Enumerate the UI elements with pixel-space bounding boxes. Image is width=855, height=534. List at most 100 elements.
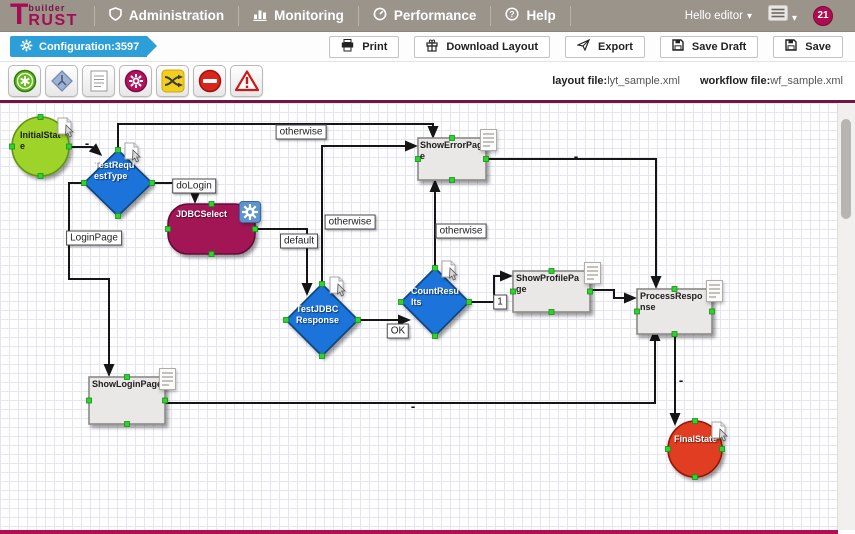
menu-help[interactable]: ? Help	[490, 5, 571, 26]
edge-login-to-process[interactable]	[165, 331, 656, 404]
connection-handle[interactable]	[355, 317, 361, 323]
connection-handle[interactable]	[208, 251, 215, 257]
connection-handle[interactable]	[483, 156, 489, 162]
edge-jdbc-default[interactable]	[255, 228, 308, 293]
menu-administration[interactable]: Administration	[93, 5, 238, 26]
connection-handle[interactable]	[165, 226, 171, 232]
page-cursor-icon[interactable]	[710, 421, 730, 447]
connection-handle[interactable]	[671, 331, 678, 337]
edge-label-initial-to-testrequest[interactable]: -	[84, 135, 90, 151]
edge-error-to-process[interactable]	[486, 158, 657, 286]
page-cursor-icon[interactable]	[440, 260, 460, 286]
edge-label-count-one[interactable]: 1	[493, 294, 507, 310]
connection-handle[interactable]	[252, 226, 258, 232]
vertical-scrollbar[interactable]	[837, 103, 855, 530]
initial-state-tool[interactable]	[8, 65, 41, 97]
save-button[interactable]: Save	[773, 35, 843, 58]
action-gear-tool[interactable]	[119, 65, 152, 97]
edge-label-testrequest-loginpage[interactable]: LoginPage	[66, 230, 122, 246]
connection-handle[interactable]	[149, 180, 155, 186]
doc-lines-icon[interactable]	[159, 368, 176, 395]
connection-handle[interactable]	[510, 288, 516, 295]
connection-handle[interactable]	[398, 299, 404, 305]
connection-handle[interactable]	[208, 201, 215, 207]
export-button[interactable]: Export	[565, 35, 645, 58]
connection-handle[interactable]	[692, 474, 698, 480]
page-cursor-icon[interactable]	[328, 276, 348, 302]
page-tool[interactable]	[82, 65, 115, 97]
menu-monitoring[interactable]: Monitoring	[238, 5, 358, 26]
print-button[interactable]: Print	[329, 35, 400, 58]
connection-handle[interactable]	[124, 421, 130, 427]
edge-label-jdbc-default[interactable]: default	[279, 233, 319, 249]
connection-handle[interactable]	[81, 180, 87, 186]
edge-label-count-otherwise[interactable]: otherwise	[435, 223, 487, 239]
connection-handle[interactable]	[587, 288, 593, 295]
gear-badge-icon[interactable]	[239, 201, 261, 228]
warning-tool[interactable]	[230, 65, 263, 97]
breadcrumb-configuration[interactable]: Configuration:3597	[10, 36, 158, 57]
edge-label-testjdbc-ok[interactable]: OK	[386, 323, 410, 339]
connection-handle[interactable]	[466, 299, 472, 305]
node-label-test-jdbc-response[interactable]: TestJDBCResponse	[296, 304, 340, 325]
connection-handle[interactable]	[432, 265, 438, 271]
connection-handle[interactable]	[319, 281, 325, 287]
edge-label-error-to-process[interactable]: -	[573, 148, 579, 164]
connection-handle[interactable]	[548, 268, 555, 274]
save-draft-button[interactable]: Save Draft	[659, 35, 759, 58]
node-label-process-response[interactable]: ProcessResponse	[640, 291, 703, 312]
node-label-test-request-type[interactable]: TestRequestType	[94, 160, 135, 181]
connection-handle[interactable]	[115, 147, 121, 153]
connection-handle[interactable]	[665, 446, 671, 452]
page-cursor-icon[interactable]	[123, 142, 143, 168]
scrollbar-thumb[interactable]	[841, 119, 851, 219]
connection-handle[interactable]	[86, 397, 92, 404]
node-show-error-page[interactable]	[417, 137, 487, 181]
connection-handle[interactable]	[319, 353, 325, 359]
connection-handle[interactable]	[124, 374, 130, 380]
menu-performance[interactable]: Performance	[357, 5, 491, 26]
node-label-initial-state[interactable]: InitialState	[20, 130, 61, 151]
edge-label-login-to-process[interactable]: -	[410, 398, 416, 414]
edge-label-testrequest-dologin[interactable]: doLogin	[172, 178, 216, 194]
notification-badge[interactable]: 21	[813, 5, 833, 26]
doc-lines-icon[interactable]	[480, 129, 497, 156]
switch-tool[interactable]	[156, 65, 189, 97]
connection-handle[interactable]	[37, 173, 44, 179]
node-label-show-login-page[interactable]: ShowLoginPage	[92, 379, 163, 389]
page-cursor-icon[interactable]	[56, 117, 76, 143]
connection-handle[interactable]	[692, 418, 698, 424]
edge-label-testjdbc-otherwise[interactable]: otherwise	[324, 214, 376, 230]
connection-handle[interactable]	[9, 143, 15, 150]
connection-handle[interactable]	[66, 143, 72, 150]
download-layout-button[interactable]: Download Layout	[414, 35, 551, 58]
doc-lines-icon[interactable]	[706, 280, 723, 307]
final-state-tool[interactable]	[193, 65, 226, 97]
edge-label-testrequest-otherwise[interactable]: otherwise	[275, 124, 327, 140]
connection-handle[interactable]	[548, 309, 555, 315]
connection-handle[interactable]	[162, 397, 168, 404]
node-label-show-profile-page[interactable]: ShowProfilePage	[516, 273, 580, 294]
node-label-final-state[interactable]: FinalState	[674, 434, 718, 444]
connection-handle[interactable]	[415, 156, 421, 162]
connection-handle[interactable]	[449, 177, 455, 183]
connection-handle[interactable]	[671, 286, 678, 292]
connection-handle[interactable]	[709, 308, 715, 315]
node-label-jdbc-select[interactable]: JDBCSelect	[176, 209, 228, 219]
connection-handle[interactable]	[432, 333, 438, 339]
edge-testjdbc-otherwise[interactable]	[321, 145, 415, 284]
connection-handle[interactable]	[283, 317, 289, 323]
node-show-login-page[interactable]	[88, 376, 166, 425]
user-menu[interactable]: Hello editor	[685, 10, 752, 22]
connection-handle[interactable]	[634, 308, 640, 315]
connection-handle[interactable]	[37, 114, 44, 120]
node-label-count-results[interactable]: CountResults	[411, 286, 459, 307]
node-label-show-error-page[interactable]: ShowErrorPage	[420, 140, 483, 161]
connection-handle[interactable]	[115, 213, 121, 219]
edge-testrequest-loginpage[interactable]	[68, 182, 110, 374]
connection-handle[interactable]	[719, 446, 725, 452]
decision-tool[interactable]	[45, 65, 78, 97]
apps-menu[interactable]	[767, 5, 797, 26]
edge-label-process-to-final[interactable]: -	[678, 372, 684, 388]
doc-lines-icon[interactable]	[584, 262, 601, 289]
